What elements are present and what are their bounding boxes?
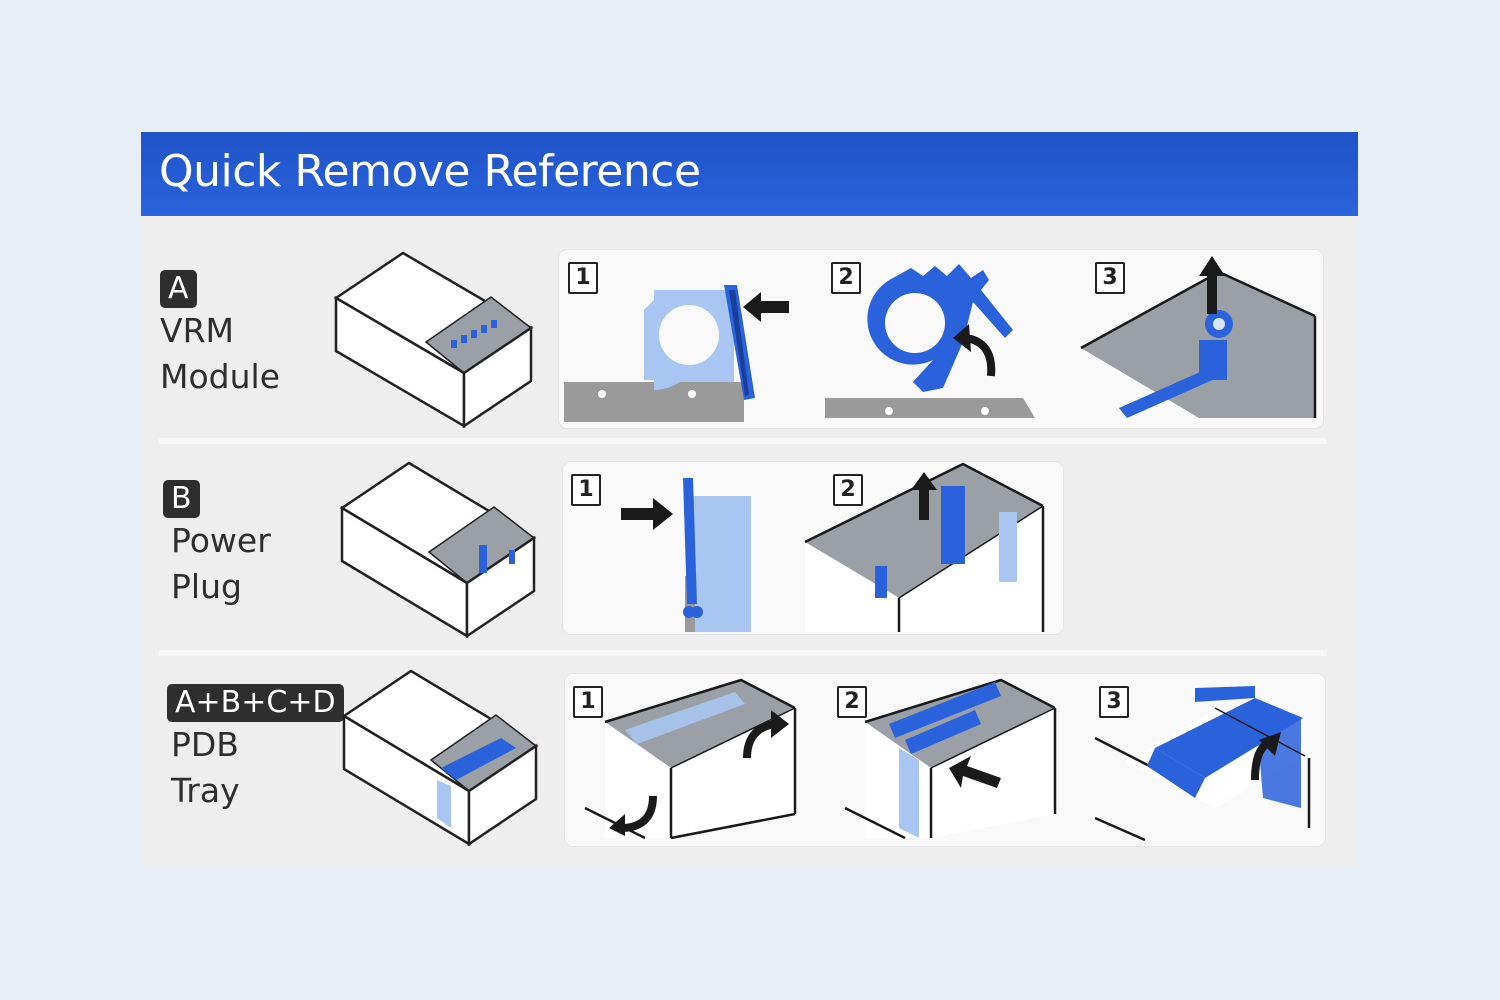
row-b-step-2-illustration [804, 462, 1045, 632]
row-a-step-1-number: 1 [568, 262, 598, 294]
row-c-badge: A+B+C+D [167, 684, 344, 722]
row-c-step-2-illustration [844, 678, 1057, 840]
row-b-name-line1: Power [171, 521, 271, 560]
row-a-badge: A [160, 270, 197, 308]
push-arrow-icon [621, 498, 673, 530]
row-c-label: A+B+C+D PDB Tray [167, 684, 344, 814]
row-c-name-line1: PDB [171, 725, 239, 764]
rotate-arrow-icon [609, 795, 657, 836]
row-b-step-2-number: 2 [833, 474, 863, 506]
row-a-step-2-number: 2 [831, 262, 861, 294]
row-c-name-line2: Tray [171, 771, 240, 810]
row-divider-2 [159, 650, 1327, 656]
row-a-step-3-number: 3 [1095, 262, 1125, 294]
lift-arrow-icon [1199, 256, 1225, 314]
chassis-box-pdb-icon [341, 669, 539, 847]
row-a-name-line2: Module [160, 357, 280, 396]
row-c-step-3-illustration [1094, 686, 1311, 842]
row-a-name-line1: VRM [160, 311, 234, 350]
chassis-box-vrm-icon [333, 251, 534, 429]
row-a-step-2-illustration [825, 264, 1035, 418]
page-title: Quick Remove Reference [159, 146, 701, 197]
rotate-arrow-icon [953, 324, 996, 377]
row-a-label: A VRM Module [160, 270, 280, 400]
row-c-step-2-number: 2 [837, 686, 867, 718]
row-b-steps-panel: 1 2 [563, 462, 1063, 634]
push-arrow-icon [949, 756, 1001, 788]
row-a-steps-panel: 1 2 3 [559, 250, 1323, 428]
rotate-arrow-icon [1251, 732, 1281, 781]
header-bar: Quick Remove Reference [141, 132, 1358, 216]
row-b-label: B Power Plug [163, 480, 271, 610]
push-arrow-icon [743, 292, 789, 322]
row-b-step-1-illustration [683, 478, 751, 632]
row-b-name-line2: Plug [171, 567, 242, 606]
row-c-step-1-illustration [584, 678, 797, 840]
lift-arrow-icon [911, 472, 937, 520]
row-divider-1 [159, 438, 1327, 444]
row-c-step-1-number: 1 [573, 686, 603, 718]
rotate-arrow-icon [743, 710, 789, 759]
row-b-badge: B [163, 480, 200, 518]
quick-remove-label: Quick Remove Reference A VRM Module 1 2 … [141, 132, 1358, 867]
row-c-steps-panel: 1 2 3 [565, 674, 1325, 846]
row-a-step-1-illustration [564, 285, 755, 422]
row-c-step-3-number: 3 [1099, 686, 1129, 718]
chassis-box-power-icon [339, 461, 537, 639]
row-b-step-1-number: 1 [571, 474, 601, 506]
